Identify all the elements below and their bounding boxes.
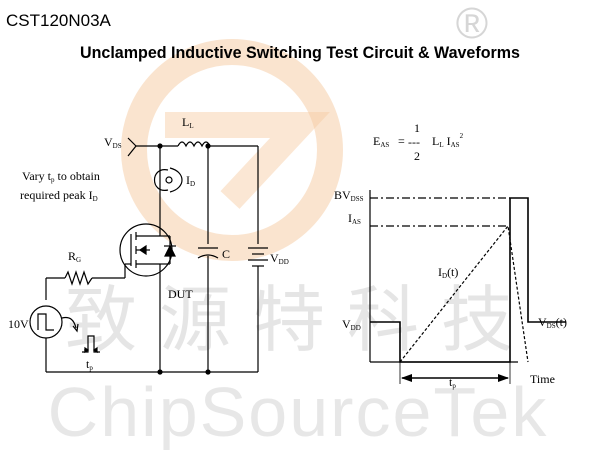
tp-pulse: [82, 335, 100, 353]
dut-label: DUT: [168, 287, 193, 301]
vds-waveform: [370, 197, 566, 363]
formula-terms: LL IAS2: [432, 132, 464, 149]
test-circuit: [29, 137, 268, 375]
watermark: ® 致源特科技 ChipSourceTek: [48, 0, 549, 450]
formula-equals: =: [398, 134, 405, 148]
gate-resistor: [64, 270, 93, 286]
vds-curve-label: VDS(t): [538, 315, 567, 330]
vds-label: VDS: [104, 135, 122, 150]
battery-vdd: [248, 247, 268, 267]
watermark-cjk-text: 致源特科技: [65, 278, 535, 362]
bvdss-label: BVDSS: [334, 188, 364, 203]
capacitor-label: C: [222, 247, 230, 261]
formula-numerator: 1: [414, 121, 420, 135]
waveform-plot: [369, 190, 566, 384]
probe-label: ID: [186, 173, 195, 188]
note-line-1: Vary tp to obtain: [22, 169, 100, 184]
gate-resistor-label: RG: [68, 249, 81, 264]
formula-lhs: EAS: [373, 134, 389, 149]
inductor-ll: [177, 141, 211, 148]
id-waveform: [399, 224, 529, 363]
vdd-wave-label: VDD: [342, 317, 361, 332]
time-label: Time: [530, 372, 555, 386]
inductor-label: LL: [182, 115, 194, 130]
capacitor-c: [197, 247, 219, 259]
watermark-logo: [121, 39, 343, 261]
tp-wave-label: tp: [449, 375, 456, 390]
id-curve-label: ID(t): [438, 265, 458, 280]
source-label: 10V: [8, 317, 29, 331]
eas-formula: EAS = 1 --- 2 LL IAS2: [373, 121, 464, 163]
mosfet-dut: [119, 212, 176, 300]
formula-dashes: ---: [408, 135, 420, 149]
registered-mark: ®: [456, 0, 488, 48]
vdd-circuit-label: VDD: [270, 251, 289, 266]
page-title: Unclamped Inductive Switching Test Circu…: [80, 43, 520, 62]
current-probe: [154, 169, 169, 191]
ias-label: IAS: [348, 211, 361, 226]
part-number: CST120N03A: [6, 11, 112, 30]
watermark-latin-text: ChipSourceTek: [48, 373, 549, 450]
formula-denominator: 2: [414, 149, 420, 163]
tp-pulse-label: tp: [86, 357, 93, 372]
note-line-2: required peak ID: [20, 188, 98, 203]
